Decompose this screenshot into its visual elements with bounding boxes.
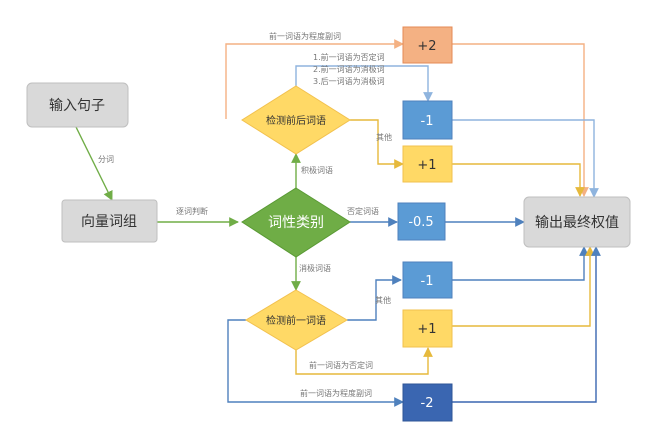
minus2-box xyxy=(402,383,453,422)
check-previous-diamond xyxy=(245,289,348,351)
plus1-bottom-box xyxy=(402,309,453,348)
label-segment: 分词 xyxy=(98,155,114,164)
minus05-label: -0.5 xyxy=(408,215,433,230)
minus2-label: -2 xyxy=(421,396,434,411)
edge-plus1-top-output xyxy=(452,163,585,197)
output-box xyxy=(523,196,631,248)
label-pos-judge: 逐词判断 xyxy=(176,206,208,216)
label-negation-word: 否定词语 xyxy=(347,206,379,216)
plus1-top-box xyxy=(402,145,453,183)
edge-segment xyxy=(75,126,113,201)
edge-to-plus1-top xyxy=(350,119,404,169)
plus2-label: +2 xyxy=(417,39,436,54)
label-rule1: 1.前一词语为否定词 xyxy=(313,52,385,62)
check-previous-label: 检测前一词语 xyxy=(266,314,326,327)
label-other-top: 其他 xyxy=(376,132,392,142)
check-before-after-diamond xyxy=(241,85,351,155)
label-prev-degree-bottom: 前一词语为程度副词 xyxy=(300,388,372,398)
plus1-top-label: +1 xyxy=(417,158,436,173)
minus1-bottom-box xyxy=(402,261,453,299)
edge-plus1-bottom-output xyxy=(452,246,595,327)
input-sentence-box xyxy=(26,82,129,128)
label-other-bottom: 其他 xyxy=(375,295,391,305)
minus1-bottom-label: -1 xyxy=(421,274,434,289)
plus1-bottom-label: +1 xyxy=(417,322,436,337)
edge-to-minus2 xyxy=(227,319,404,407)
label-negative: 消极词语 xyxy=(299,263,331,273)
word-vector-label: 向量词组 xyxy=(81,214,137,230)
minus05-box xyxy=(397,202,446,241)
label-positive: 积极词语 xyxy=(301,165,333,175)
pos-category-label: 词性类别 xyxy=(268,215,324,231)
pos-category-diamond xyxy=(241,187,351,258)
edge-to-plus2 xyxy=(225,39,404,119)
check-before-after-label: 检测前后词语 xyxy=(266,114,326,127)
label-prev-degree-top: 前一词语为程度副词 xyxy=(269,31,341,41)
output-label: 输出最终权值 xyxy=(535,215,619,231)
plus2-box xyxy=(402,26,453,64)
minus1-top-label: -1 xyxy=(421,114,434,129)
edge-plus2-output xyxy=(452,43,589,197)
edge-minus1-top-output xyxy=(452,119,599,198)
input-sentence-label: 输入句子 xyxy=(49,98,105,114)
edge-to-minus1-bottom xyxy=(347,275,402,321)
label-rule3: 3.后一词语为消极词 xyxy=(313,76,385,86)
label-rule2: 2.前一词语为消极词 xyxy=(313,64,385,74)
edge-to-plus1-bottom xyxy=(295,347,433,375)
label-prev-negation: 前一词语为否定词 xyxy=(309,360,373,370)
word-vector-box xyxy=(61,199,158,243)
edge-minus2-output xyxy=(452,246,601,403)
edge-minus1-bottom-output xyxy=(452,246,589,281)
edge-to-minus1-top xyxy=(295,65,433,102)
minus1-top-box xyxy=(402,100,453,140)
